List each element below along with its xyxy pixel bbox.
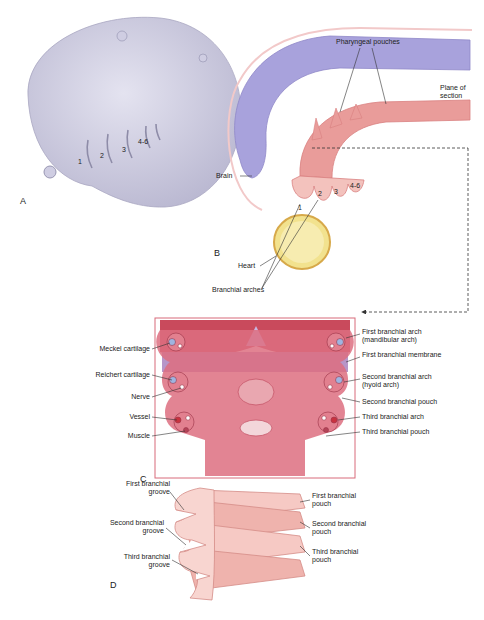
part-label: Third branchial groove xyxy=(108,553,170,569)
embryo-body xyxy=(28,17,241,207)
plane-of-section-line xyxy=(312,148,468,149)
arch-front xyxy=(175,488,215,600)
part-label: Vessel xyxy=(50,413,150,421)
part-label: Plane of section xyxy=(440,84,476,100)
groove-notches xyxy=(176,510,210,580)
arch-body xyxy=(156,330,354,476)
part-label: Second branchial pouch xyxy=(312,520,372,536)
part-label: Brain xyxy=(216,172,246,180)
pharynx-lumen xyxy=(238,379,274,405)
otic-pit xyxy=(117,31,127,41)
leader-lines xyxy=(240,48,386,288)
brain-tube xyxy=(235,36,470,178)
part-label: Muscle xyxy=(50,432,150,440)
part-label: 4-6 xyxy=(138,138,156,146)
arch-contents xyxy=(167,333,345,433)
part-label: Second branchial pouch xyxy=(362,398,462,406)
leader-lines xyxy=(166,492,310,574)
part-label: 2 xyxy=(318,190,330,198)
part-label: 1 xyxy=(78,158,90,166)
embryo-outline xyxy=(228,28,472,210)
pharynx-tube xyxy=(300,100,470,178)
sagittal-scheme xyxy=(228,28,472,312)
part-label: Nerve xyxy=(50,393,150,401)
part-label: Reichert cartilage xyxy=(50,371,150,379)
part-label: 1 xyxy=(298,204,310,212)
part-label: 3 xyxy=(122,146,134,154)
part-label: Heart xyxy=(238,262,268,270)
branchial-grooves xyxy=(87,124,160,168)
cross-section xyxy=(152,318,360,478)
limb-bud xyxy=(199,54,207,62)
part-label: 3 xyxy=(334,188,346,196)
embryo-external-view xyxy=(28,17,241,207)
pouch-groove-scheme xyxy=(175,488,305,600)
part-label: Branchial arches xyxy=(212,286,292,294)
panel-letter: B xyxy=(214,248,226,258)
part-label: Second branchial arch (hyoid arch) xyxy=(362,373,450,389)
part-label: First branchial membrane xyxy=(362,351,442,359)
panel-letter: A xyxy=(20,196,32,206)
pharynx-floor xyxy=(240,420,272,436)
pharyngeal-pouch-tips xyxy=(312,104,362,140)
leader-lines xyxy=(152,334,360,436)
part-label: Pharyngeal pouches xyxy=(336,38,426,46)
part-label: Meckel cartilage xyxy=(50,345,150,353)
panel-letter: D xyxy=(110,580,122,590)
part-label: Second branchial groove xyxy=(102,519,164,535)
part-label: Third branchial arch xyxy=(362,413,462,421)
part-label: First branchial arch (mandibular arch) xyxy=(362,328,450,344)
section-arrow xyxy=(362,148,468,312)
part-label: Third branchial pouch xyxy=(312,548,372,564)
part-label: Third branchial pouch xyxy=(362,428,462,436)
part-label: 4-6 xyxy=(350,182,368,190)
part-label: 2 xyxy=(100,152,112,160)
eye-primordium xyxy=(44,166,56,178)
heart-shape xyxy=(274,215,330,269)
part-label: First branchial pouch xyxy=(312,492,372,508)
part-label: First branchial groove xyxy=(108,480,170,496)
heart-inner xyxy=(280,221,324,263)
section-frame xyxy=(155,318,355,478)
